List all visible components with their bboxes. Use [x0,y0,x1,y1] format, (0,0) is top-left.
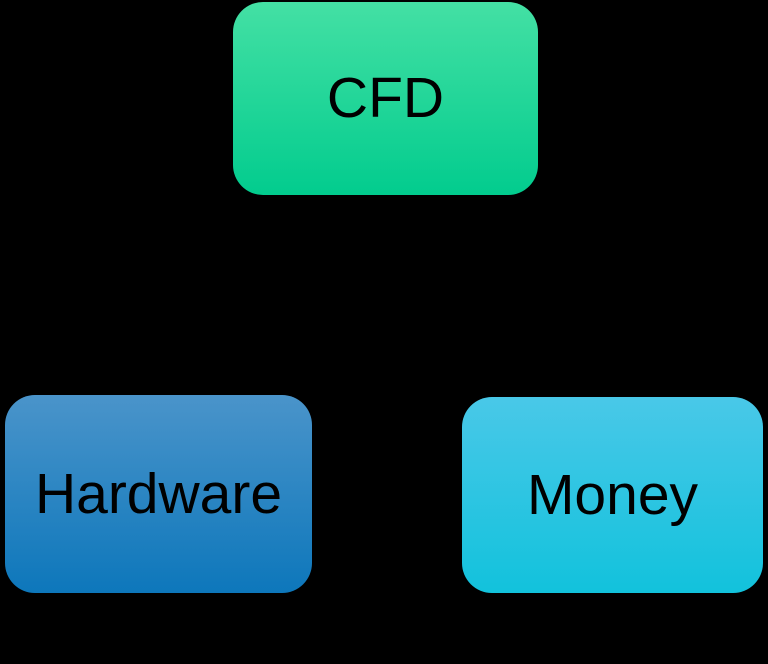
node-cfd-label: CFD [326,66,445,130]
node-hardware-label: Hardware [34,461,283,526]
node-hardware[interactable]: Hardware [5,395,312,593]
node-money-label: Money [526,462,699,527]
node-money[interactable]: Money [462,397,763,593]
node-cfd[interactable]: CFD [233,2,538,195]
